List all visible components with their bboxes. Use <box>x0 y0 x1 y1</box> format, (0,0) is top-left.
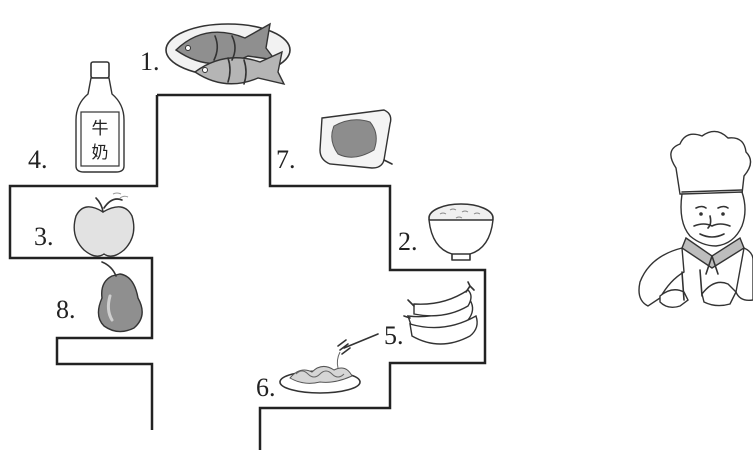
label-rice: 2. <box>398 227 418 256</box>
label-pear: 8. <box>56 295 76 324</box>
banana-icon[interactable] <box>403 281 478 345</box>
bread-icon[interactable] <box>319 109 393 169</box>
label-bread: 7. <box>276 145 296 174</box>
noodles-plate-icon[interactable] <box>279 333 379 394</box>
pear-icon[interactable] <box>97 261 143 333</box>
label-fish: 1. <box>140 47 160 76</box>
maze-walls <box>8 93 487 450</box>
fish-icon[interactable] <box>165 22 291 86</box>
chef-icon[interactable] <box>638 130 753 309</box>
rice-bowl-icon[interactable] <box>428 203 494 261</box>
milk-text-1: 牛 <box>92 119 109 139</box>
milk-text-2: 奶 <box>92 143 109 163</box>
milk-bottle-icon[interactable]: 牛 奶 <box>75 61 125 173</box>
label-milk: 4. <box>28 145 48 174</box>
label-noodles: 6. <box>256 373 276 402</box>
label-banana: 5. <box>384 321 404 350</box>
label-apple: 3. <box>34 222 54 251</box>
apple-icon[interactable] <box>73 192 135 257</box>
